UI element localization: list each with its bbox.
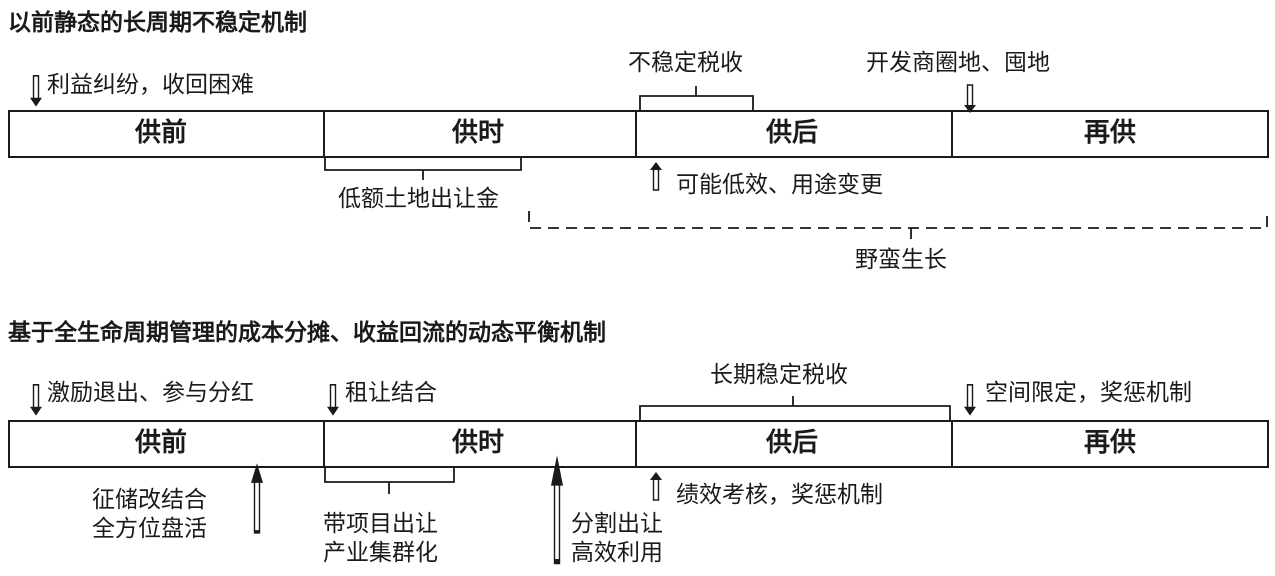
bottom-timeline-bar [8,420,1269,468]
top-brace-unstable-tax [639,86,754,110]
top-timeline-bar [8,110,1269,158]
top-arrow-low-efficiency [649,161,663,191]
bottom-arrow-space-limit [963,384,977,417]
revitalize-line-2: 全方位盘活 [92,516,207,542]
bottom-phase-resupply: 再供 [1084,428,1137,458]
top-label-developer-land: 开发商圈地、囤地 [866,50,1050,76]
top-brace-low-transfer [324,158,522,180]
top-section-title: 以前静态的长周期不稳定机制 [8,10,307,36]
bottom-label-split-transfer: 分割出让 高效利用 [571,510,663,568]
bottom-section-title: 基于全生命周期管理的成本分摊、收益回流的动态平衡机制 [8,320,606,346]
top-label-wild-growth: 野蛮生长 [855,247,947,273]
top-phase-after: 供后 [766,118,819,148]
top-phase-resupply: 再供 [1084,118,1137,148]
bottom-label-incentive-exit: 激励退出、参与分红 [47,380,254,406]
top-phase-before: 供前 [135,118,188,148]
top-label-unstable-tax: 不稳定税收 [628,50,743,76]
top-dashed-brace-wild-growth [528,211,1268,240]
bottom-arrow-performance [649,471,663,501]
bottom-phase-after: 供后 [766,428,819,458]
top-label-low-efficiency: 可能低效、用途变更 [676,172,883,198]
top-phase-during: 供时 [452,118,505,148]
project-transfer-line-1: 带项目出让 [323,511,438,537]
bottom-divider-3 [951,420,953,468]
bottom-brace-long-tax [639,396,951,420]
top-arrow-developer-land [963,84,977,114]
bottom-divider-1 [323,420,325,468]
bottom-label-space-limit: 空间限定，奖惩机制 [985,380,1192,406]
revitalize-line-1: 征储改结合 [92,487,207,513]
top-label-disputes: 利益纠纷，收回困难 [47,72,254,98]
top-arrow-disputes [29,75,43,108]
bottom-phase-before: 供前 [135,428,188,458]
split-transfer-line-2: 高效利用 [571,540,663,566]
bottom-label-long-tax: 长期稳定税收 [710,362,848,388]
project-transfer-line-2: 产业集群化 [323,540,438,566]
bottom-brace-project-transfer [324,468,455,494]
top-divider-2 [635,110,637,158]
top-label-low-transfer: 低额土地出让金 [338,186,499,212]
top-divider-1 [323,110,325,158]
bottom-label-project-transfer: 带项目出让 产业集群化 [323,510,438,568]
bottom-phase-during: 供时 [452,428,505,458]
split-transfer-line-1: 分割出让 [571,511,663,537]
bottom-label-revitalize: 征储改结合 全方位盘活 [92,486,207,544]
bottom-arrow-split-transfer [551,455,563,561]
bottom-divider-2 [635,420,637,468]
bottom-arrow-lease-combo [326,384,340,417]
bottom-label-lease-combo: 租让结合 [345,380,437,406]
bottom-label-performance: 绩效考核，奖惩机制 [676,482,883,508]
top-divider-3 [951,110,953,158]
bottom-arrow-revitalize [249,461,265,534]
bottom-arrow-incentive-exit [29,384,43,417]
